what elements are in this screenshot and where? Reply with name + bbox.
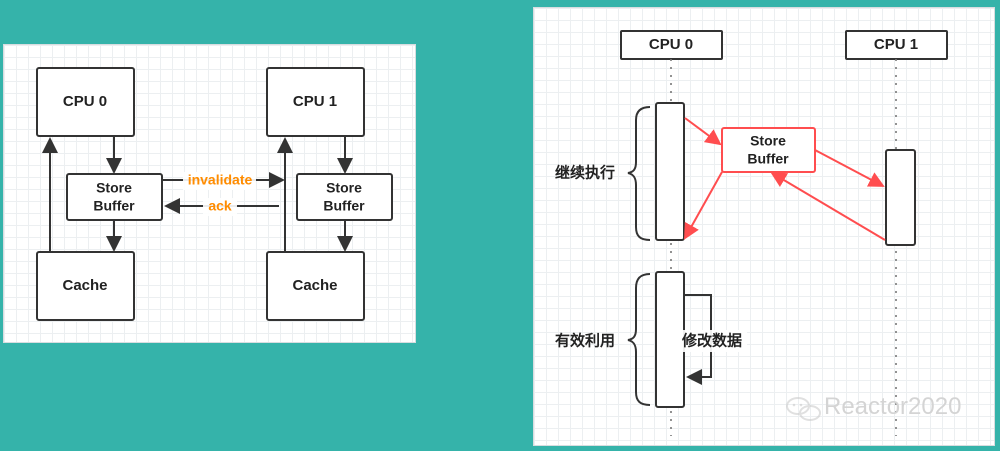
- invalidate-label-bg: [183, 172, 256, 190]
- left-store-buffer-cpu1-line2: Buffer: [323, 198, 365, 214]
- modify-data-label-bg: [678, 330, 747, 352]
- ack-label-bg: [203, 198, 237, 216]
- left-cpu1-box: [266, 67, 365, 137]
- ack-label: ack: [208, 198, 232, 214]
- effective-use-label: 有效利用: [555, 332, 615, 350]
- right-store-buffer-line1: Store: [750, 133, 786, 149]
- modify-data-label: 修改数据: [681, 332, 742, 350]
- left-diagram-svg: CPU 0 CPU 1 Store Buffer Store Buffer Ca…: [36, 67, 393, 321]
- cpu1-to-store-buffer-arrow: [770, 171, 886, 241]
- left-cache-cpu0-box: [36, 251, 135, 321]
- right-cpu0-activation-top: [655, 102, 685, 241]
- wechat-watermark-icon: [786, 397, 821, 421]
- invalidate-label: invalidate: [188, 172, 253, 188]
- right-diagram-panel: CPU 0 CPU 1 Store Buffer 继续执行 有效利用 修改数据: [533, 7, 995, 446]
- right-cpu1-header-label: CPU 1: [874, 36, 918, 53]
- store-buffer-to-cpu1-arrow: [814, 149, 885, 187]
- watermark-text: Reactor2020: [824, 393, 961, 420]
- effective-use-brace: [627, 273, 651, 406]
- cpu0-to-store-buffer-arrow: [684, 117, 722, 146]
- left-cpu0-label: CPU 0: [63, 93, 107, 110]
- right-cpu1-activation: [885, 149, 916, 246]
- right-cpu0-header-label: CPU 0: [649, 36, 693, 53]
- right-diagram-svg: CPU 0 CPU 1 Store Buffer 继续执行 有效利用 修改数据: [555, 30, 961, 436]
- left-store-buffer-cpu1-line1: Store: [326, 180, 362, 196]
- right-store-buffer-line2: Buffer: [747, 151, 789, 167]
- left-cache-cpu0-label: Cache: [62, 277, 107, 294]
- continue-exec-label: 继续执行: [555, 164, 615, 182]
- left-cache-cpu1-label: Cache: [292, 277, 337, 294]
- left-store-buffer-cpu0-line2: Buffer: [93, 198, 135, 214]
- continue-exec-brace: [627, 106, 651, 241]
- left-cpu1-label: CPU 1: [293, 93, 337, 110]
- left-store-buffer-cpu0-line1: Store: [96, 180, 132, 196]
- store-buffer-to-cpu0-arrow: [684, 171, 723, 240]
- left-cache-cpu1-box: [266, 251, 365, 321]
- left-cpu0-box: [36, 67, 135, 137]
- left-diagram-panel: CPU 0 CPU 1 Store Buffer Store Buffer Ca…: [3, 44, 416, 343]
